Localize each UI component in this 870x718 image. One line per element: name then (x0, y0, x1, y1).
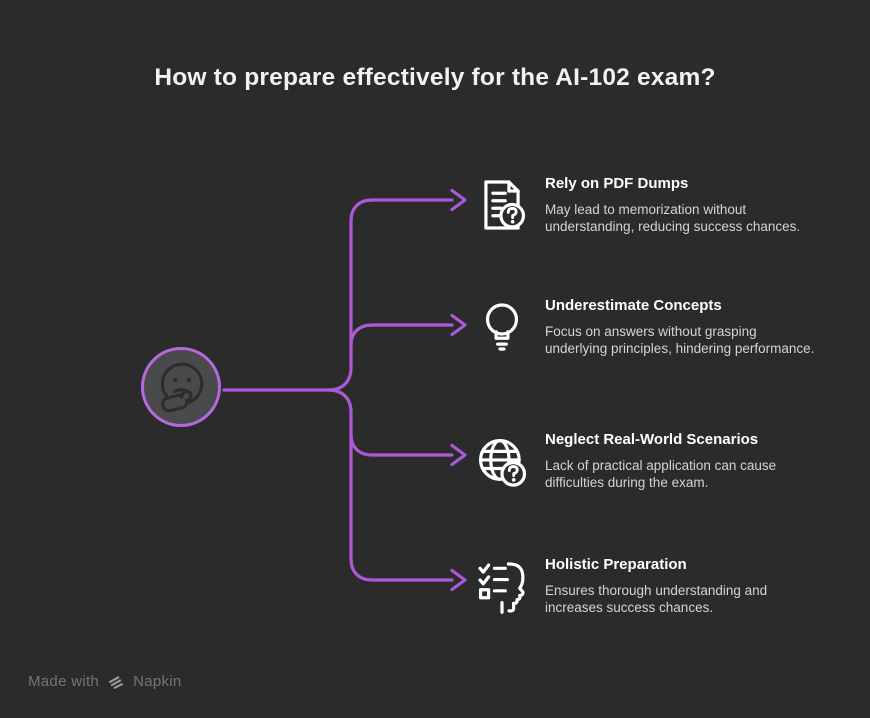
item-title: Underestimate Concepts (545, 297, 722, 314)
brand-name: Napkin (133, 672, 182, 690)
branch-4-line (327, 388, 454, 582)
item-description: May lead to memorization without underst… (545, 202, 801, 234)
page-title: How to prepare effectively for the AI-10… (154, 64, 716, 91)
center-node (141, 347, 221, 427)
lightbulb-icon (485, 303, 519, 351)
list-item-underestimate-concepts: Underestimate Concepts Focus on answers … (472, 297, 817, 357)
list-item-holistic-preparation: Holistic Preparation Ensures thorough un… (472, 556, 817, 616)
list-item-neglect-real-world-scenarios: Neglect Real-World Scenarios Lack of pra… (472, 431, 817, 491)
item-text-block: Rely on PDF Dumps May lead to memorizati… (545, 175, 817, 235)
item-text-block: Holistic Preparation Ensures thorough un… (545, 556, 817, 616)
branch-1-line (327, 198, 454, 392)
document-question-icon (484, 180, 526, 230)
item-description: Focus on answers without grasping underl… (545, 324, 815, 356)
footer-credit: Made with Napkin (28, 671, 182, 691)
branch-2-line (349, 323, 454, 347)
list-item-rely-on-pdf-dumps: Rely on PDF Dumps May lead to memorizati… (472, 175, 817, 235)
thinking-face-icon (160, 362, 204, 413)
item-description: Ensures thorough understanding and incre… (545, 583, 768, 615)
arrow-1-icon (450, 188, 467, 212)
branch-3-line (349, 433, 454, 457)
napkin-logo-icon (109, 676, 124, 689)
item-description: Lack of practical application can cause … (545, 458, 777, 490)
item-title: Neglect Real-World Scenarios (545, 431, 759, 448)
arrow-4-icon (450, 568, 467, 592)
item-title: Holistic Preparation (545, 556, 687, 573)
arrow-2-icon (450, 313, 467, 337)
made-with-label: Made with (28, 672, 100, 690)
item-text-block: Underestimate Concepts Focus on answers … (545, 297, 817, 357)
head-checklist-icon (478, 562, 525, 614)
globe-question-icon (478, 439, 527, 487)
arrow-3-icon (450, 443, 467, 467)
item-title: Rely on PDF Dumps (545, 175, 689, 192)
item-text-block: Neglect Real-World Scenarios Lack of pra… (545, 431, 817, 491)
